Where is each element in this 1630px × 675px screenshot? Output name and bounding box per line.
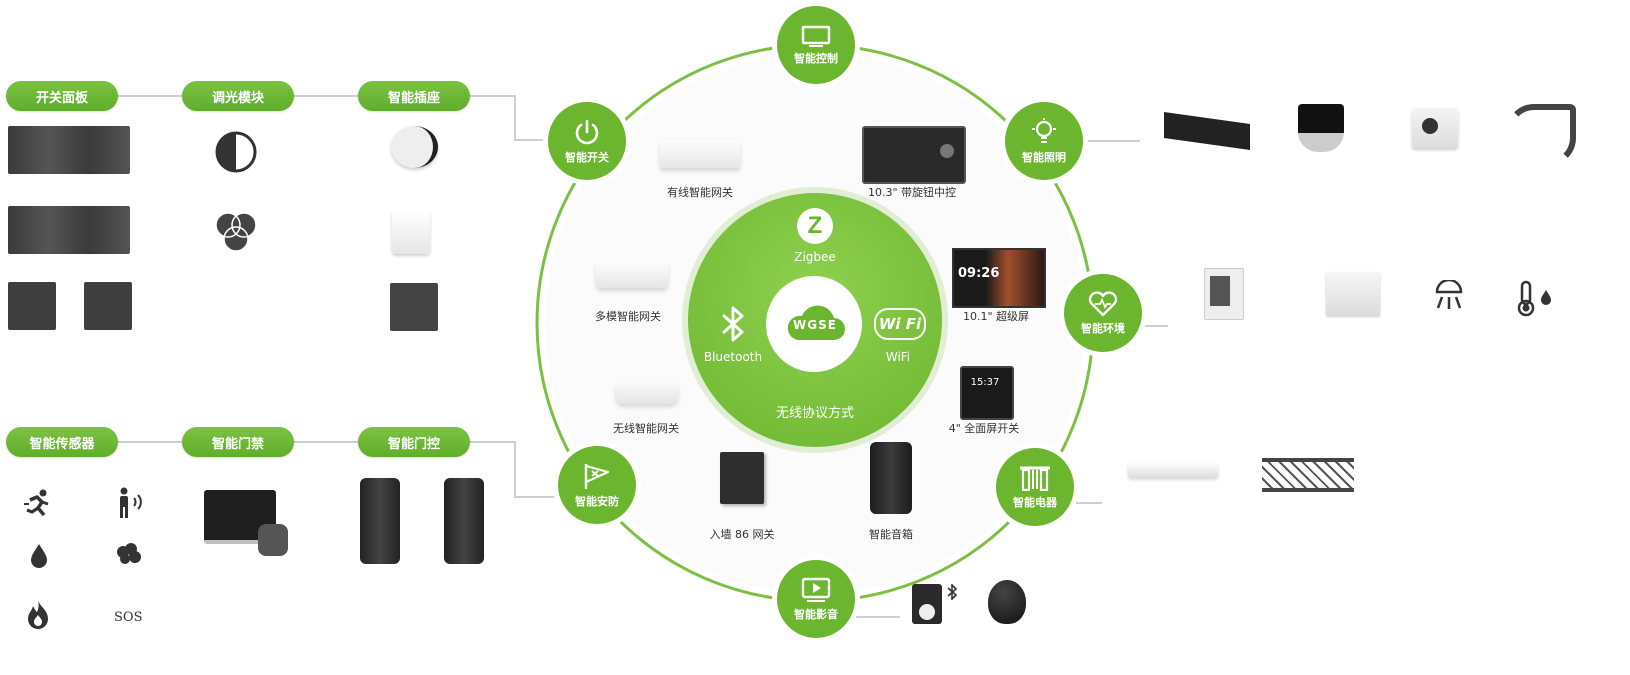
wifi-label: WiFi: [885, 350, 911, 364]
hub-environment-label: 智能环境: [1081, 321, 1125, 335]
doorbell-camera-image: [258, 524, 288, 556]
brand-label: WGSE: [793, 318, 837, 332]
hub-control-label: 智能控制: [794, 51, 838, 65]
led-strip-image: [1506, 104, 1576, 166]
smoke-icon: [117, 543, 141, 564]
hub-security[interactable]: 智能安防: [558, 446, 636, 524]
wireless-gateway-image: [616, 380, 678, 404]
pill-dimmer[interactable]: 调光模块: [182, 81, 294, 111]
wired-gateway-image: [660, 140, 740, 168]
hub-lighting-label: 智能照明: [1022, 150, 1066, 164]
wall-86-image: [720, 452, 764, 504]
water-drop-icon: [31, 544, 47, 568]
socket-plug-image: [392, 210, 430, 254]
wired-gateway-label: 有线智能网关: [667, 186, 733, 199]
monitor-icon: [801, 25, 831, 47]
wall-86-label: 入墙 86 网关: [709, 528, 775, 541]
presence-person-icon: [120, 487, 142, 518]
hub-security-label: 智能安防: [575, 494, 619, 508]
speaker-image: [870, 442, 912, 514]
zigbee-label: Zigbee: [794, 250, 836, 264]
wifi-icon: Wi Fi: [874, 308, 926, 340]
bt-speaker-cone: [919, 604, 935, 620]
downlight-image: [1298, 104, 1344, 152]
socket-round-image: [391, 126, 438, 168]
hub-switch[interactable]: 智能开关: [548, 102, 626, 180]
hub-lighting[interactable]: 智能照明: [1005, 102, 1083, 180]
fire-icon: [28, 600, 48, 629]
security-flag-icon: [584, 463, 610, 489]
curtain-track-image: [1262, 458, 1354, 492]
pill-switch-panel[interactable]: 开关面板: [6, 81, 118, 111]
din-module-image: [1326, 272, 1380, 316]
screen-10-1-image: [952, 248, 1046, 308]
hub-control[interactable]: 智能控制: [777, 6, 855, 84]
cloud-icon: [787, 305, 845, 340]
smart-lock-2-image: [444, 478, 484, 564]
switch-panel-row-1: [8, 126, 130, 174]
hub-environment[interactable]: 智能环境: [1064, 274, 1142, 352]
pill-doorbell[interactable]: 智能门禁: [182, 427, 294, 457]
rgb-circles-icon: [215, 212, 257, 252]
hub-switch-label: 智能开关: [565, 150, 609, 164]
half-circle-icon: [215, 131, 257, 173]
power-icon: [575, 119, 599, 144]
speaker-label: 智能音箱: [869, 528, 913, 541]
panel-10-3-knob: [940, 144, 954, 158]
curtain-icon: [1020, 466, 1050, 491]
bluetooth-label: Bluetooth: [703, 350, 763, 364]
screen-10-1-time: 09:26: [958, 266, 1000, 281]
multi-gateway-label: 多模智能网关: [595, 310, 661, 323]
panel-10-3-label: 10.3" 带旋钮中控: [867, 186, 957, 199]
hub-appliance-label: 智能电器: [1013, 495, 1057, 509]
ceiling-sensor-icon: [1435, 280, 1463, 309]
wireless-gateway-label: 无线智能网关: [613, 422, 679, 435]
screen-10-1-label: 10.1" 超级屏: [962, 310, 1030, 323]
running-person-icon: [24, 489, 49, 517]
heart-icon: [1088, 290, 1118, 316]
spotlight-lens: [1422, 118, 1438, 134]
switch-panel-single-2: [84, 282, 132, 330]
thermometer-humidity-icon: [1517, 280, 1551, 317]
ir-remote-image: [988, 580, 1026, 624]
multi-gateway-image: [596, 262, 668, 288]
bluetooth-small-icon: [947, 584, 958, 600]
zigbee-icon: Z: [797, 208, 833, 244]
protocol-caption: 无线协议方式: [775, 406, 854, 421]
hub-appliance[interactable]: 智能电器: [996, 448, 1074, 526]
socket-wall-image: [390, 283, 438, 331]
bulb-icon: [1032, 117, 1056, 143]
hub-media[interactable]: 智能影音: [777, 560, 855, 638]
smart-lock-1-image: [360, 478, 400, 564]
switch-4-label: 4" 全面屏开关: [948, 422, 1020, 435]
sos-icon: SOS: [114, 610, 143, 625]
thermostat-screen: [1210, 276, 1230, 306]
switch-panel-single-1: [8, 282, 56, 330]
switch-4-image: [960, 366, 1014, 420]
curtain-motor-image: [1128, 462, 1218, 478]
bluetooth-icon: [721, 306, 744, 342]
switch-4-time: 15:37: [970, 377, 1000, 388]
pill-socket[interactable]: 智能插座: [358, 81, 470, 111]
hub-media-label: 智能影音: [794, 607, 838, 621]
pill-sensor[interactable]: 智能传感器: [6, 427, 118, 457]
switch-panel-row-2: [8, 206, 130, 254]
play-icon: [801, 577, 831, 602]
pill-lock[interactable]: 智能门控: [358, 427, 470, 457]
